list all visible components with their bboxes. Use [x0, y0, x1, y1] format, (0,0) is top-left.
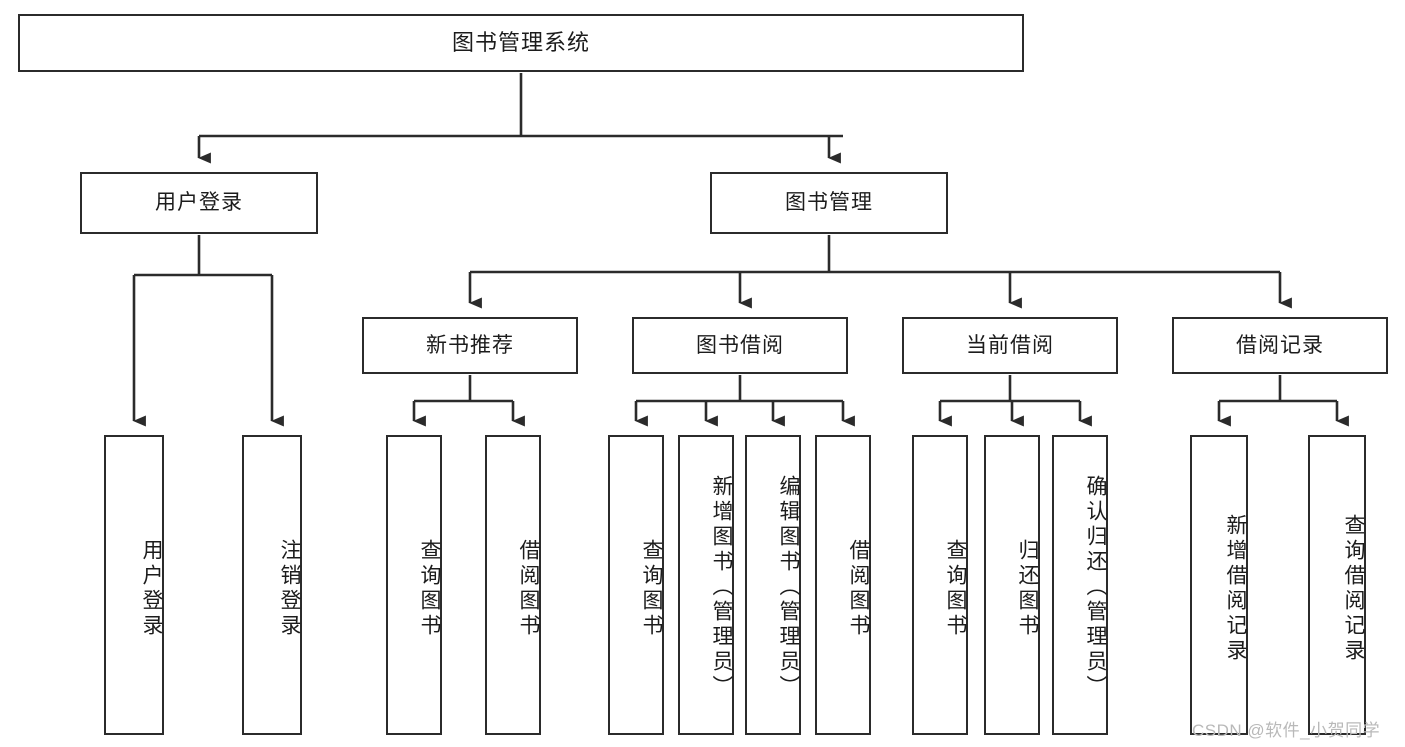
node-borrow-record[interactable]: 借阅记录 [1172, 317, 1388, 374]
node-label: 用户登录 [140, 539, 163, 639]
node-label: 编辑图书（管理员） [777, 474, 800, 700]
node-label: 新增图书（管理员） [710, 474, 733, 700]
node-label: 查询借阅记录 [1342, 514, 1365, 664]
node-label: 图书借阅 [696, 333, 784, 357]
node-label: 图书管理 [785, 191, 873, 215]
node-book-management-system[interactable]: 图书管理系统 [18, 14, 1024, 72]
leaf-return-book[interactable]: 归还图书 [984, 435, 1040, 735]
node-label: 借阅图书 [517, 539, 540, 639]
leaf-edit-book-admin[interactable]: 编辑图书（管理员） [745, 435, 801, 735]
node-user-login[interactable]: 用户登录 [80, 172, 318, 234]
node-label: 借阅图书 [847, 539, 870, 639]
node-label: 新增借阅记录 [1224, 514, 1247, 664]
leaf-query-book-current[interactable]: 查询图书 [912, 435, 968, 735]
node-label: 查询图书 [944, 539, 967, 639]
node-label: 确认归还（管理员） [1084, 474, 1107, 700]
leaf-query-book-borrow[interactable]: 查询图书 [608, 435, 664, 735]
leaf-query-borrow-record[interactable]: 查询借阅记录 [1308, 435, 1366, 735]
node-current-borrow[interactable]: 当前借阅 [902, 317, 1118, 374]
node-book-management[interactable]: 图书管理 [710, 172, 948, 234]
node-label: 查询图书 [418, 539, 441, 639]
csdn-watermark: CSDN @软件_小贺同学 [1192, 721, 1381, 740]
leaf-confirm-return-admin[interactable]: 确认归还（管理员） [1052, 435, 1108, 735]
leaf-user-login[interactable]: 用户登录 [104, 435, 164, 735]
leaf-add-book-admin[interactable]: 新增图书（管理员） [678, 435, 734, 735]
leaf-borrow-book[interactable]: 借阅图书 [815, 435, 871, 735]
leaf-borrow-book-newbook[interactable]: 借阅图书 [485, 435, 541, 735]
node-label: 借阅记录 [1236, 333, 1324, 357]
node-new-book-recommend[interactable]: 新书推荐 [362, 317, 578, 374]
leaf-query-book-newbook[interactable]: 查询图书 [386, 435, 442, 735]
leaf-logout[interactable]: 注销登录 [242, 435, 302, 735]
node-label: 用户登录 [155, 191, 243, 215]
node-label: 归还图书 [1016, 539, 1039, 639]
node-book-borrow[interactable]: 图书借阅 [632, 317, 848, 374]
node-label: 注销登录 [278, 539, 301, 639]
node-label: 图书管理系统 [451, 29, 590, 55]
node-label: 新书推荐 [426, 333, 514, 357]
node-label: 当前借阅 [966, 333, 1054, 357]
node-label: 查询图书 [640, 539, 663, 639]
leaf-add-borrow-record[interactable]: 新增借阅记录 [1190, 435, 1248, 735]
